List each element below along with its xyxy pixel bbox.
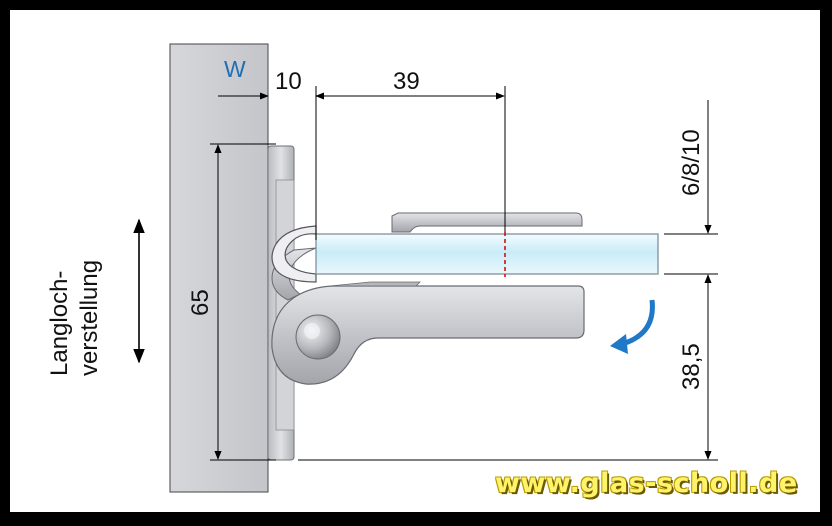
pivot-knob	[295, 314, 341, 360]
glass-pane	[315, 233, 659, 275]
label-dim-65: 65	[187, 289, 214, 316]
wall-block	[169, 43, 269, 493]
label-dim-39: 39	[393, 68, 420, 95]
label-dim-385: 38,5	[678, 343, 705, 390]
watermark-url: www.glas-scholl.de	[495, 468, 798, 499]
label-dim-10: 10	[275, 68, 302, 95]
label-side-line1: Langloch-	[46, 271, 73, 376]
label-dim-glass: 6/8/10	[678, 129, 705, 196]
label-w: W	[224, 56, 246, 82]
lower-clamp-body	[271, 285, 585, 385]
curved-arrow-icon	[610, 299, 655, 354]
upper-clamp-plate	[391, 212, 583, 233]
dimension-lines	[133, 86, 718, 461]
label-side-line2: verstellung	[76, 260, 103, 376]
